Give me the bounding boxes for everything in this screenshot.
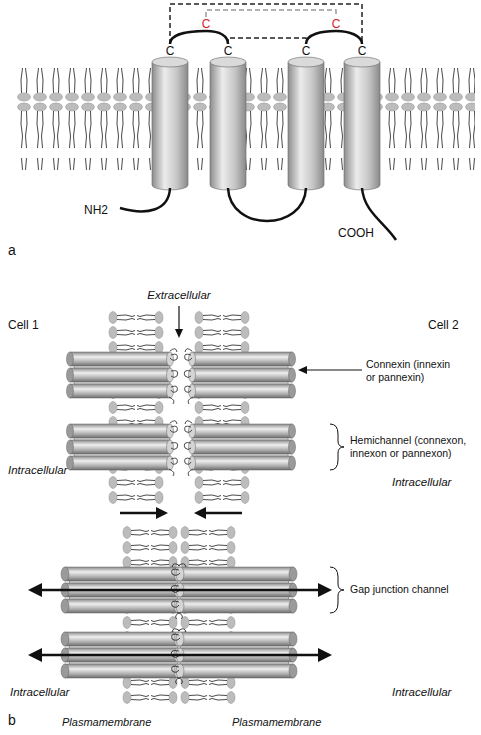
n-terminus	[120, 188, 170, 211]
transmembrane-helix	[210, 57, 246, 190]
cell-label: Cell 1	[8, 318, 39, 332]
intracellular-loop	[228, 188, 306, 221]
brace	[330, 567, 344, 613]
cysteine-label: C	[302, 44, 311, 58]
panel-letter: b	[8, 712, 16, 729]
transmembrane-helix	[152, 57, 188, 190]
region-label: Intracellular	[8, 464, 67, 478]
flow-arrow	[40, 654, 320, 657]
arrow-head	[156, 507, 168, 519]
brace	[330, 424, 344, 470]
gap-junction-half	[61, 629, 187, 684]
gap-junction-half	[171, 564, 297, 619]
hemichannel	[184, 421, 295, 476]
cysteine-label: C	[332, 17, 341, 31]
arrow-head	[298, 366, 307, 374]
terminus-label: COOH	[338, 226, 374, 240]
transmembrane-helix	[344, 57, 380, 190]
pointer-arrow	[306, 370, 362, 371]
region-label: Intracellular	[10, 686, 69, 700]
docking-arrow	[120, 512, 158, 515]
cell-label: Cell 2	[428, 318, 459, 332]
plasma-membrane	[108, 310, 164, 505]
arrow-head	[194, 507, 206, 519]
flow-arrow	[40, 589, 320, 592]
cysteine-label: C	[166, 44, 175, 58]
hemichannel	[184, 349, 295, 404]
plasma-membrane	[194, 310, 250, 505]
cysteine-label: C	[202, 17, 211, 31]
arrow-head	[28, 648, 42, 662]
gap-junction-half	[61, 564, 187, 619]
extracellular-loop	[306, 31, 362, 44]
cysteine-label: C	[224, 44, 233, 58]
cysteine-label: C	[358, 44, 367, 58]
hemichannel	[67, 421, 178, 476]
docking-arrow	[204, 512, 242, 515]
disulfide-bond	[170, 4, 362, 44]
arrow-head	[175, 329, 183, 338]
disulfide-bond	[206, 10, 336, 17]
region-label: Extracellular	[147, 289, 210, 303]
gap-junction-half	[171, 629, 297, 684]
pointer-arrow	[178, 306, 179, 330]
region-label: Intracellular	[392, 686, 451, 700]
arrow-head	[318, 583, 332, 597]
extracellular-loop	[170, 31, 228, 44]
disulfide-bond	[228, 38, 306, 44]
membrane-label: Plasmamembrane	[62, 716, 151, 729]
arrow-head	[28, 583, 42, 597]
part-label: Gap junction channel	[350, 583, 449, 596]
arrow-head	[318, 648, 332, 662]
part-label: Connexin (innexin or pannexin)	[366, 358, 458, 383]
part-label: Hemichannel (connexon, innexon or pannex…	[350, 434, 478, 459]
membrane-label: Plasmamembrane	[232, 716, 321, 729]
terminus-label: NH2	[84, 203, 108, 217]
hemichannel	[67, 349, 178, 404]
transmembrane-helix	[288, 57, 324, 190]
region-label: Intracellular	[392, 476, 451, 490]
panel-letter: a	[8, 242, 16, 259]
